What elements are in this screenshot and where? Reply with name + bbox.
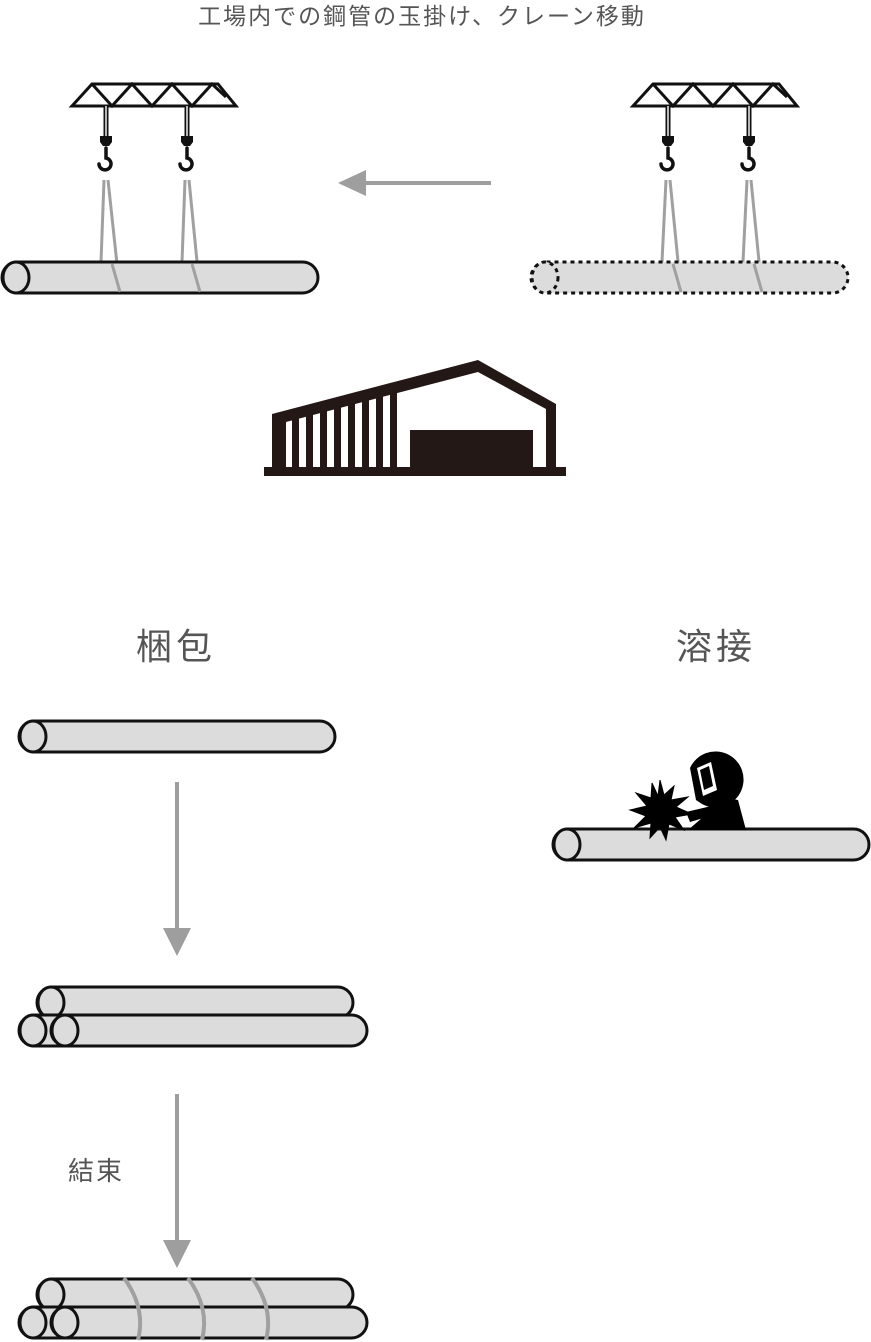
arrow-left-icon — [338, 170, 491, 196]
steel-pipe-single — [17, 719, 337, 754]
arrow-down-icon — [163, 782, 191, 956]
steel-pipe-welding — [551, 827, 871, 862]
crane-truss-icon — [629, 81, 801, 109]
hook-icon — [97, 106, 113, 172]
pipe-stack — [17, 985, 369, 1048]
welder-icon — [686, 751, 746, 830]
crane-truss-icon — [68, 81, 240, 109]
crane-left — [0, 81, 320, 295]
hook-icon — [659, 106, 675, 172]
spark-icon — [628, 779, 694, 842]
bundling-label: 結束 — [68, 1157, 124, 1187]
steel-pipe — [0, 260, 320, 295]
factory-icon — [264, 360, 566, 476]
bundled-pipe-stack — [17, 1276, 369, 1341]
packing-label: 梱包 — [136, 627, 216, 668]
hook-icon — [178, 106, 194, 172]
hook-icon — [740, 106, 756, 172]
steel-pipe-ghost — [529, 260, 850, 295]
diagram-title: 工場内での鋼管の玉掛け、クレーン移動 — [198, 4, 646, 30]
binding-bands — [122, 1276, 271, 1341]
crane-right — [529, 81, 850, 295]
arrow-down-icon — [163, 1094, 191, 1268]
welding-label: 溶接 — [676, 627, 756, 668]
